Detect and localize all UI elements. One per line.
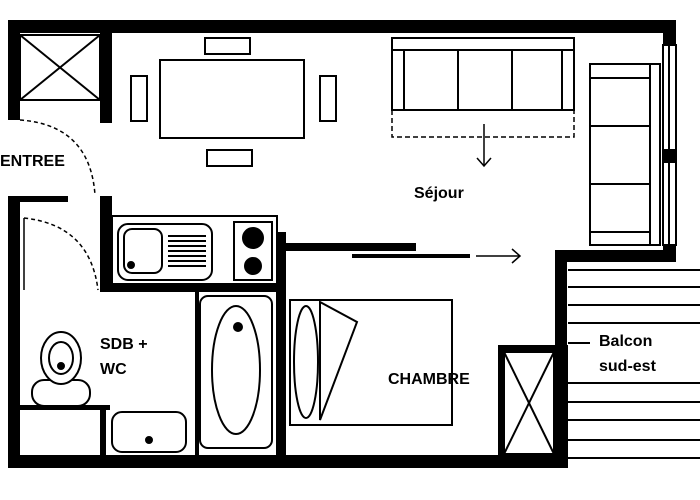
wall-bath-top [8, 196, 68, 202]
wall-left-lower [8, 198, 20, 468]
label-balcon-2: sud-est [599, 358, 657, 375]
label-chambre: CHAMBRE [388, 371, 470, 388]
label-sdb-2: WC [100, 361, 127, 378]
dining-set [130, 37, 337, 167]
chair-top [204, 37, 251, 55]
wall-chambre-top [284, 243, 416, 251]
wall-wc-top [20, 405, 110, 410]
wall-bath-chambre [276, 232, 286, 465]
wall-kitchen-bottom [100, 284, 285, 292]
wall-entry-post [100, 196, 112, 291]
label-entree: ENTREE [0, 153, 65, 170]
label-sejour: Séjour [414, 185, 464, 202]
walls [8, 20, 676, 468]
entry-closet [19, 34, 101, 101]
balcony [555, 261, 700, 459]
sliding-door-arrow [476, 248, 522, 264]
sofa [391, 37, 575, 111]
bathroom-door [23, 217, 99, 291]
wall-tub-left [195, 292, 199, 457]
wall-right-lower [555, 345, 568, 465]
wardrobe [503, 351, 555, 455]
dining-table [159, 59, 305, 139]
wall-bottom [8, 455, 568, 468]
chair-right [319, 75, 337, 122]
chair-bottom [206, 149, 253, 167]
wall-balcony-left [555, 262, 567, 352]
wall-closet-right [100, 33, 112, 123]
toilet [31, 331, 91, 407]
wall-closet-bottom [498, 345, 558, 351]
wall-balcony-top [555, 250, 676, 262]
sofa-side [589, 63, 661, 246]
window-right [662, 44, 677, 246]
wall-closet-left [498, 345, 504, 460]
wall-left-upper [8, 20, 20, 120]
entry-door [19, 119, 96, 196]
wall-top [8, 20, 676, 33]
sofa-bed-extension [391, 110, 575, 138]
washbasin [111, 411, 187, 453]
label-sdb-1: SDB + [100, 336, 148, 353]
bed [289, 299, 453, 426]
wall-wc-right [100, 405, 106, 460]
label-balcon-1: Balcon [599, 333, 652, 350]
chair-left [130, 75, 148, 122]
sofa-arrow [476, 124, 492, 168]
bathtub [199, 295, 273, 449]
kitchen-counter [111, 215, 278, 285]
